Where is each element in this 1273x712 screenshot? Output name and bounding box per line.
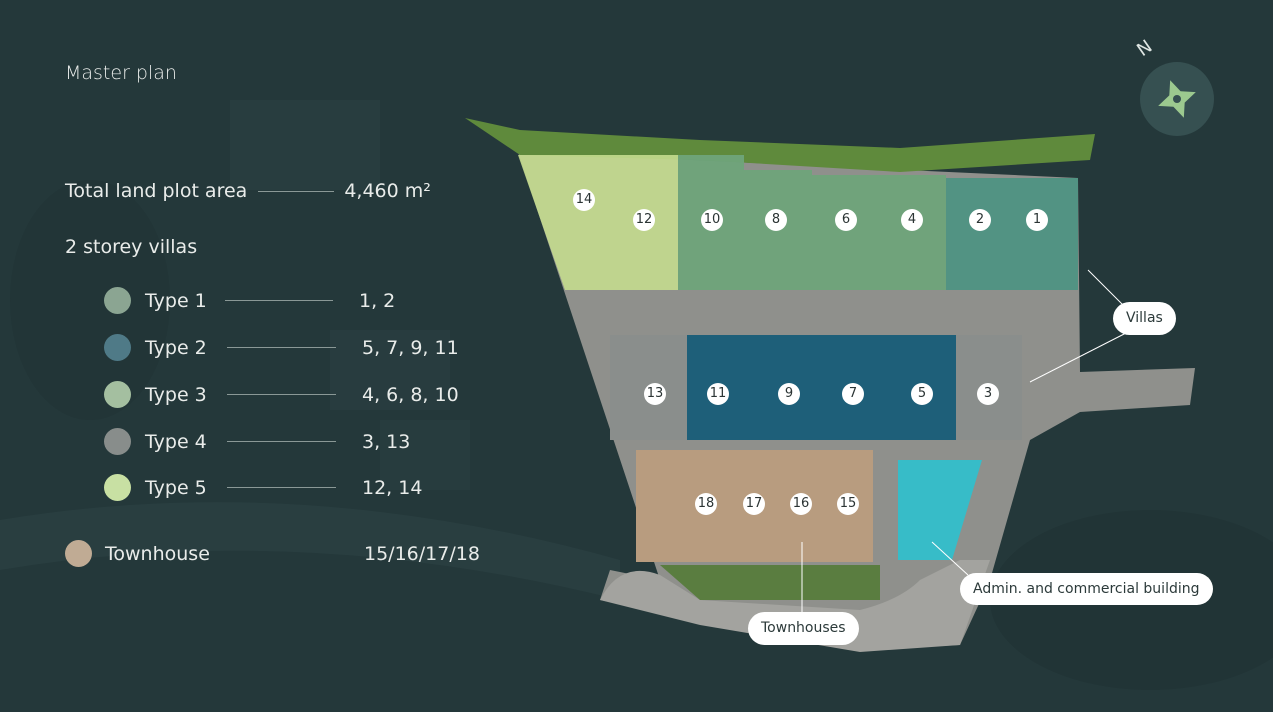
road-curve <box>600 560 990 652</box>
page-title: Master plan <box>65 62 177 84</box>
plot-badge-11: 11 <box>707 383 729 405</box>
plot-badge-15: 15 <box>837 493 859 515</box>
plot-badge-16: 16 <box>790 493 812 515</box>
plot-badge-1: 1 <box>1026 209 1048 231</box>
admin-building <box>898 460 982 560</box>
greenery-top <box>465 118 1095 172</box>
admin-callout: Admin. and commercial building <box>960 573 1213 605</box>
divider-line <box>227 487 336 488</box>
plot-badge-9: 9 <box>778 383 800 405</box>
type-5-label: Type 5 <box>145 476 207 499</box>
divider-line <box>258 190 335 192</box>
compass-star-icon <box>1158 80 1196 118</box>
type-4-swatch <box>104 428 131 455</box>
type-3-swatch <box>104 381 131 408</box>
type-2-swatch <box>104 334 131 361</box>
plot-6 <box>812 175 880 290</box>
plot-2 <box>946 178 1012 290</box>
garden <box>660 565 880 600</box>
legend-type-2: Type 2 5, 7, 9, 11 <box>104 334 459 361</box>
plot-badge-3: 3 <box>977 383 999 405</box>
plot-badge-17: 17 <box>743 493 765 515</box>
type-1-swatch <box>104 287 131 314</box>
plot-badge-5: 5 <box>911 383 933 405</box>
plot-badge-4: 4 <box>901 209 923 231</box>
plot-badge-12: 12 <box>633 209 655 231</box>
plot-badge-7: 7 <box>842 383 864 405</box>
type-1-plots: 1, 2 <box>359 289 396 312</box>
villas-leader-2 <box>1029 331 1129 383</box>
plot-badge-10: 10 <box>701 209 723 231</box>
villas-heading: 2 storey villas <box>65 236 198 258</box>
townhouse-label: Townhouse <box>105 542 210 565</box>
type-3-label: Type 3 <box>145 383 207 406</box>
townhouse-plots: 15/16/17/18 <box>364 542 480 565</box>
legend-type-5: Type 5 12, 14 <box>104 474 422 501</box>
plot-badge-2: 2 <box>969 209 991 231</box>
plot-4 <box>880 175 946 290</box>
plot-badge-18: 18 <box>695 493 717 515</box>
plot-1 <box>1012 178 1078 290</box>
land-area-label: Total land plot area <box>65 180 248 202</box>
type-1-label: Type 1 <box>145 289 207 312</box>
type-5-plots: 12, 14 <box>362 476 423 499</box>
divider-line <box>227 394 336 395</box>
legend-type-3: Type 3 4, 6, 8, 10 <box>104 381 459 408</box>
divider-line <box>225 300 333 301</box>
plot-badge-13: 13 <box>644 383 666 405</box>
land-area-value: 4,460 m² <box>344 180 431 202</box>
plot-14 <box>518 155 608 290</box>
type-2-plots: 5, 7, 9, 11 <box>362 336 459 359</box>
type-5-swatch <box>104 474 131 501</box>
compass <box>1140 62 1214 136</box>
land-area-row: Total land plot area 4,460 m² <box>65 180 431 202</box>
townhouses-callout: Townhouses <box>748 612 859 645</box>
type-4-plots: 3, 13 <box>362 430 411 453</box>
legend-type-4: Type 4 3, 13 <box>104 428 410 455</box>
villas-callout: Villas <box>1113 302 1176 335</box>
plot-badge-8: 8 <box>765 209 787 231</box>
legend-townhouse: Townhouse 15/16/17/18 <box>65 540 480 567</box>
divider-line <box>227 441 336 442</box>
type-2-label: Type 2 <box>145 336 207 359</box>
townhouse-swatch <box>65 540 92 567</box>
plot-badge-6: 6 <box>835 209 857 231</box>
type-3-plots: 4, 6, 8, 10 <box>362 383 459 406</box>
admin-leader <box>931 541 969 576</box>
type-4-label: Type 4 <box>145 430 207 453</box>
divider-line <box>227 347 336 348</box>
legend-type-1: Type 1 1, 2 <box>104 287 395 314</box>
plot-badge-14: 14 <box>573 189 595 211</box>
